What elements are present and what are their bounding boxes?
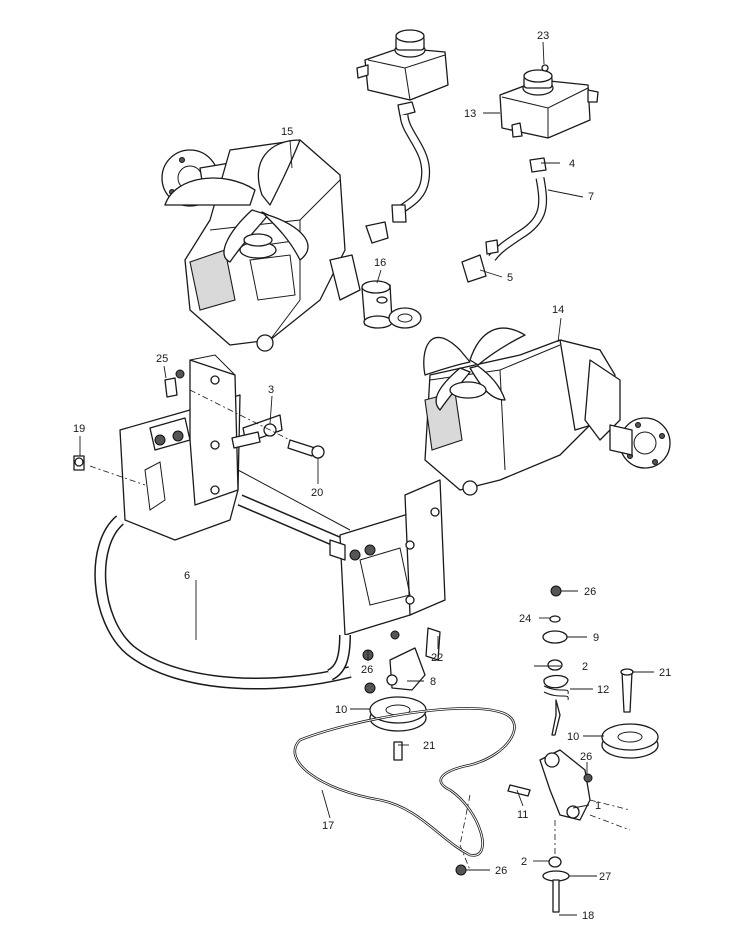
callout-26-bottom: 26	[495, 865, 507, 877]
callout-10-left: 10	[335, 704, 347, 716]
callout-16: 16	[374, 257, 386, 269]
callout-17: 17	[322, 820, 334, 832]
drive-belt	[293, 707, 516, 857]
reservoir-tank-right	[499, 64, 599, 139]
callout-22: 22	[431, 652, 443, 664]
callout-10-right: 10	[567, 731, 579, 743]
callout-7: 7	[588, 191, 594, 203]
callout-2-upper: 2	[582, 661, 588, 673]
reservoir-hose-left	[365, 114, 431, 244]
frame-weldment	[94, 354, 446, 690]
callout-11: 11	[517, 809, 528, 821]
callout-6: 6	[184, 570, 190, 582]
callout-19: 19	[73, 423, 85, 435]
callout-27: 27	[599, 871, 611, 883]
callout-14: 14	[552, 304, 564, 316]
callout-8: 8	[430, 676, 436, 688]
spring-stack	[542, 585, 569, 736]
callout-2-lower: 2	[521, 856, 527, 868]
callout-13: 13	[464, 108, 476, 120]
callout-1: 1	[595, 800, 601, 812]
callout-21-right: 21	[659, 667, 671, 679]
idler-pulley-left	[369, 696, 427, 761]
callout-26-top: 26	[584, 586, 596, 598]
callout-numbers: 1 2 2 3 4 5 6 7 8 9 10 10 11 12 13 14 15…	[73, 30, 671, 922]
callout-4: 4	[569, 158, 575, 170]
callout-23: 23	[537, 30, 549, 42]
idler-pulley-right	[601, 668, 659, 759]
callout-24: 24	[519, 613, 531, 625]
oil-filter	[361, 280, 422, 329]
idler-arm	[459, 749, 631, 871]
callout-15: 15	[281, 126, 293, 138]
callout-5: 5	[507, 272, 513, 284]
callout-25: 25	[156, 353, 168, 365]
transaxle-right	[423, 327, 671, 496]
reservoir-hose-right	[461, 157, 548, 283]
bolt-parts-left	[73, 369, 325, 486]
transaxle-left	[161, 139, 361, 352]
bottom-hardware	[455, 856, 570, 913]
reservoir-tank-left	[356, 29, 449, 117]
callout-18: 18	[582, 910, 594, 922]
callout-12: 12	[597, 684, 609, 696]
leader-lines	[79, 41, 654, 916]
callout-26-arm: 26	[580, 751, 592, 763]
callout-26-bracket: 26	[361, 664, 373, 676]
callout-3: 3	[268, 384, 274, 396]
idler-bracket	[362, 627, 441, 694]
callout-9: 9	[593, 632, 599, 644]
callout-21-left: 21	[423, 740, 435, 752]
callout-20: 20	[311, 487, 323, 499]
